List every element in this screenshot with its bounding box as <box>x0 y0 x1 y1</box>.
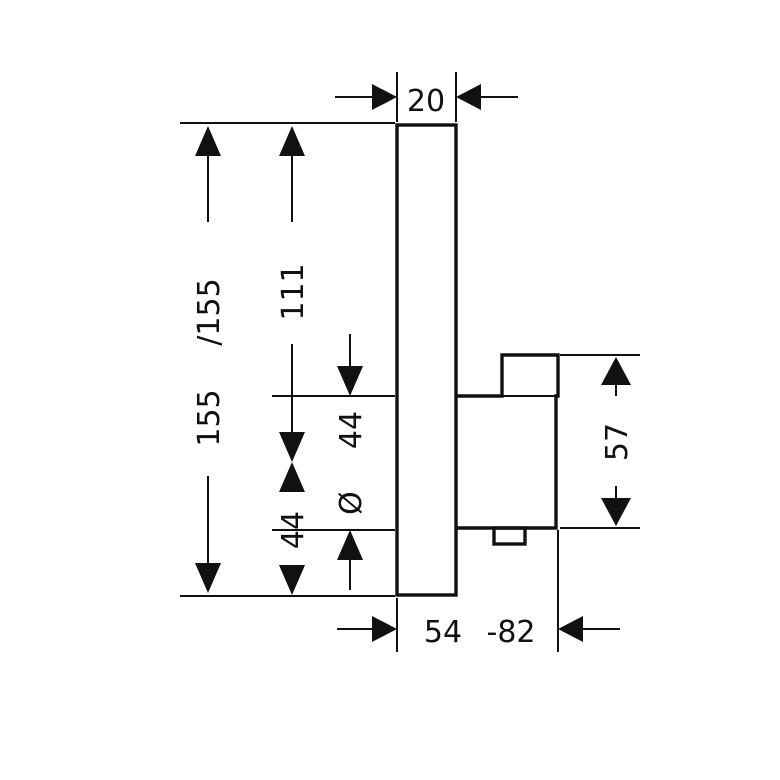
arrow-down-icon <box>279 432 305 462</box>
arrow-down-icon <box>279 565 305 595</box>
arrow-down-icon <box>337 366 363 396</box>
arrow-right-icon <box>372 84 397 110</box>
arrow-up-icon <box>279 126 305 156</box>
dim-label-side-height: 57 <box>600 423 635 461</box>
dim-label-depth-min: 54 <box>424 615 462 650</box>
dim-label-height-alt: /155 <box>192 278 227 345</box>
arrow-down-icon <box>195 563 221 593</box>
arrow-up-icon <box>601 357 631 385</box>
arrow-left-icon <box>558 616 583 642</box>
dim-label-top-width: 20 <box>407 84 445 119</box>
arrow-up-icon <box>337 530 363 560</box>
arrow-down-icon <box>601 498 631 526</box>
dim-label-height-upper: 111 <box>276 263 311 320</box>
arrow-up-icon <box>279 462 305 492</box>
dim-label-depth-max: -82 <box>487 615 536 650</box>
dim-label-diameter-symbol: Ø <box>334 491 369 515</box>
front-plate-outline <box>395 123 458 597</box>
thermostat-body-outline <box>456 353 560 530</box>
arrow-up-icon <box>195 126 221 156</box>
dim-label-height-lower: 44 <box>276 511 311 549</box>
thermostat-nub <box>492 526 527 546</box>
dim-label-diameter-value: 44 <box>334 411 369 449</box>
arrow-right-icon <box>372 616 397 642</box>
dim-label-height-total: 155 <box>192 389 227 446</box>
arrow-left-icon <box>456 84 481 110</box>
